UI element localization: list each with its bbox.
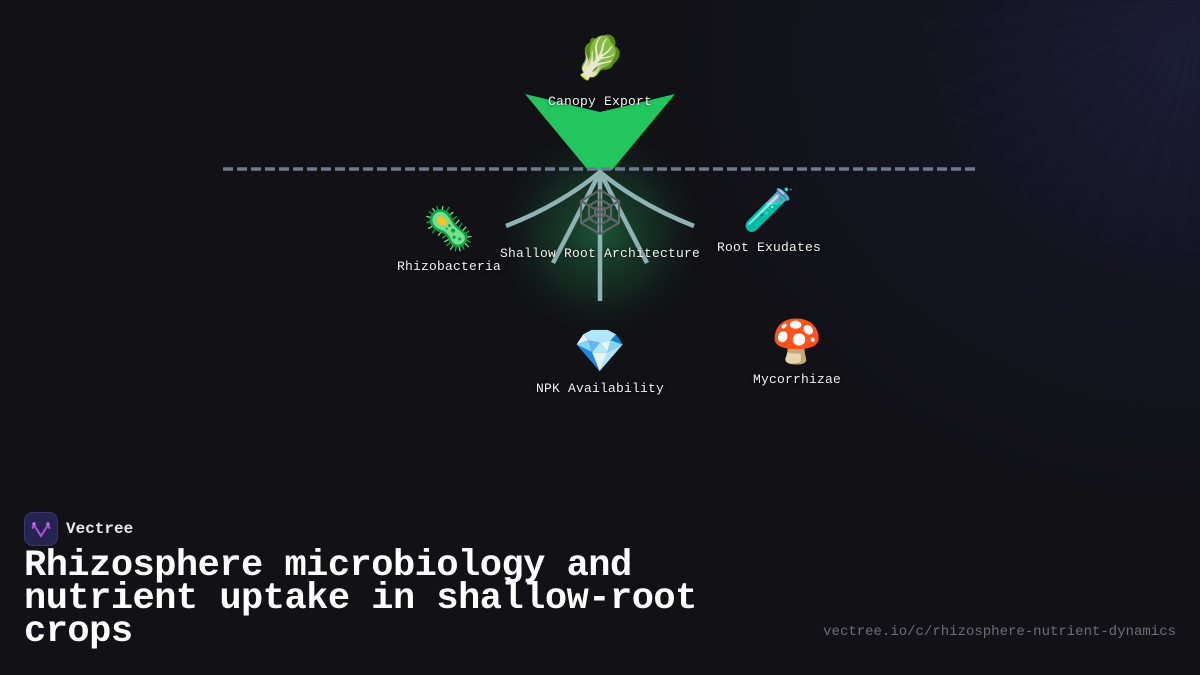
test-tube-icon: 🧪 (742, 185, 796, 234)
node-label: Mycorrhizae (752, 372, 842, 387)
brand: Vectree (24, 512, 133, 546)
brand-name: Vectree (66, 520, 134, 538)
node-label: Canopy Export (547, 94, 653, 109)
node-rhizobacteria[interactable]: 🦠 Rhizobacteria (396, 204, 502, 275)
leafy-green-icon: 🥬 (573, 33, 627, 82)
mushroom-icon: 🍄 (770, 317, 824, 366)
spider-web-icon (579, 188, 621, 236)
node-label: NPK Availability (535, 381, 665, 396)
node-npk-availability[interactable]: 💎 NPK Availability (535, 326, 665, 397)
page-title: Rhizosphere microbiology and nutrient up… (24, 545, 697, 653)
vectree-logo-icon (24, 512, 58, 546)
node-label: Root Exudates (716, 240, 822, 255)
canopy-funnel (525, 94, 675, 170)
gem-icon: 💎 (573, 326, 627, 375)
node-root-exudates[interactable]: 🧪 Root Exudates (716, 185, 822, 256)
node-shallow-root-architecture[interactable]: Shallow Root Architecture (500, 240, 700, 261)
node-label: Shallow Root Architecture (499, 246, 701, 261)
node-canopy-export[interactable]: 🥬 Canopy Export (547, 33, 653, 110)
microbe-icon: 🦠 (422, 204, 476, 253)
source-url[interactable]: vectree.io/c/rhizosphere-nutrient-dynami… (823, 624, 1176, 640)
node-mycorrhizae[interactable]: 🍄 Mycorrhizae (752, 317, 842, 388)
node-label: Rhizobacteria (396, 259, 502, 274)
